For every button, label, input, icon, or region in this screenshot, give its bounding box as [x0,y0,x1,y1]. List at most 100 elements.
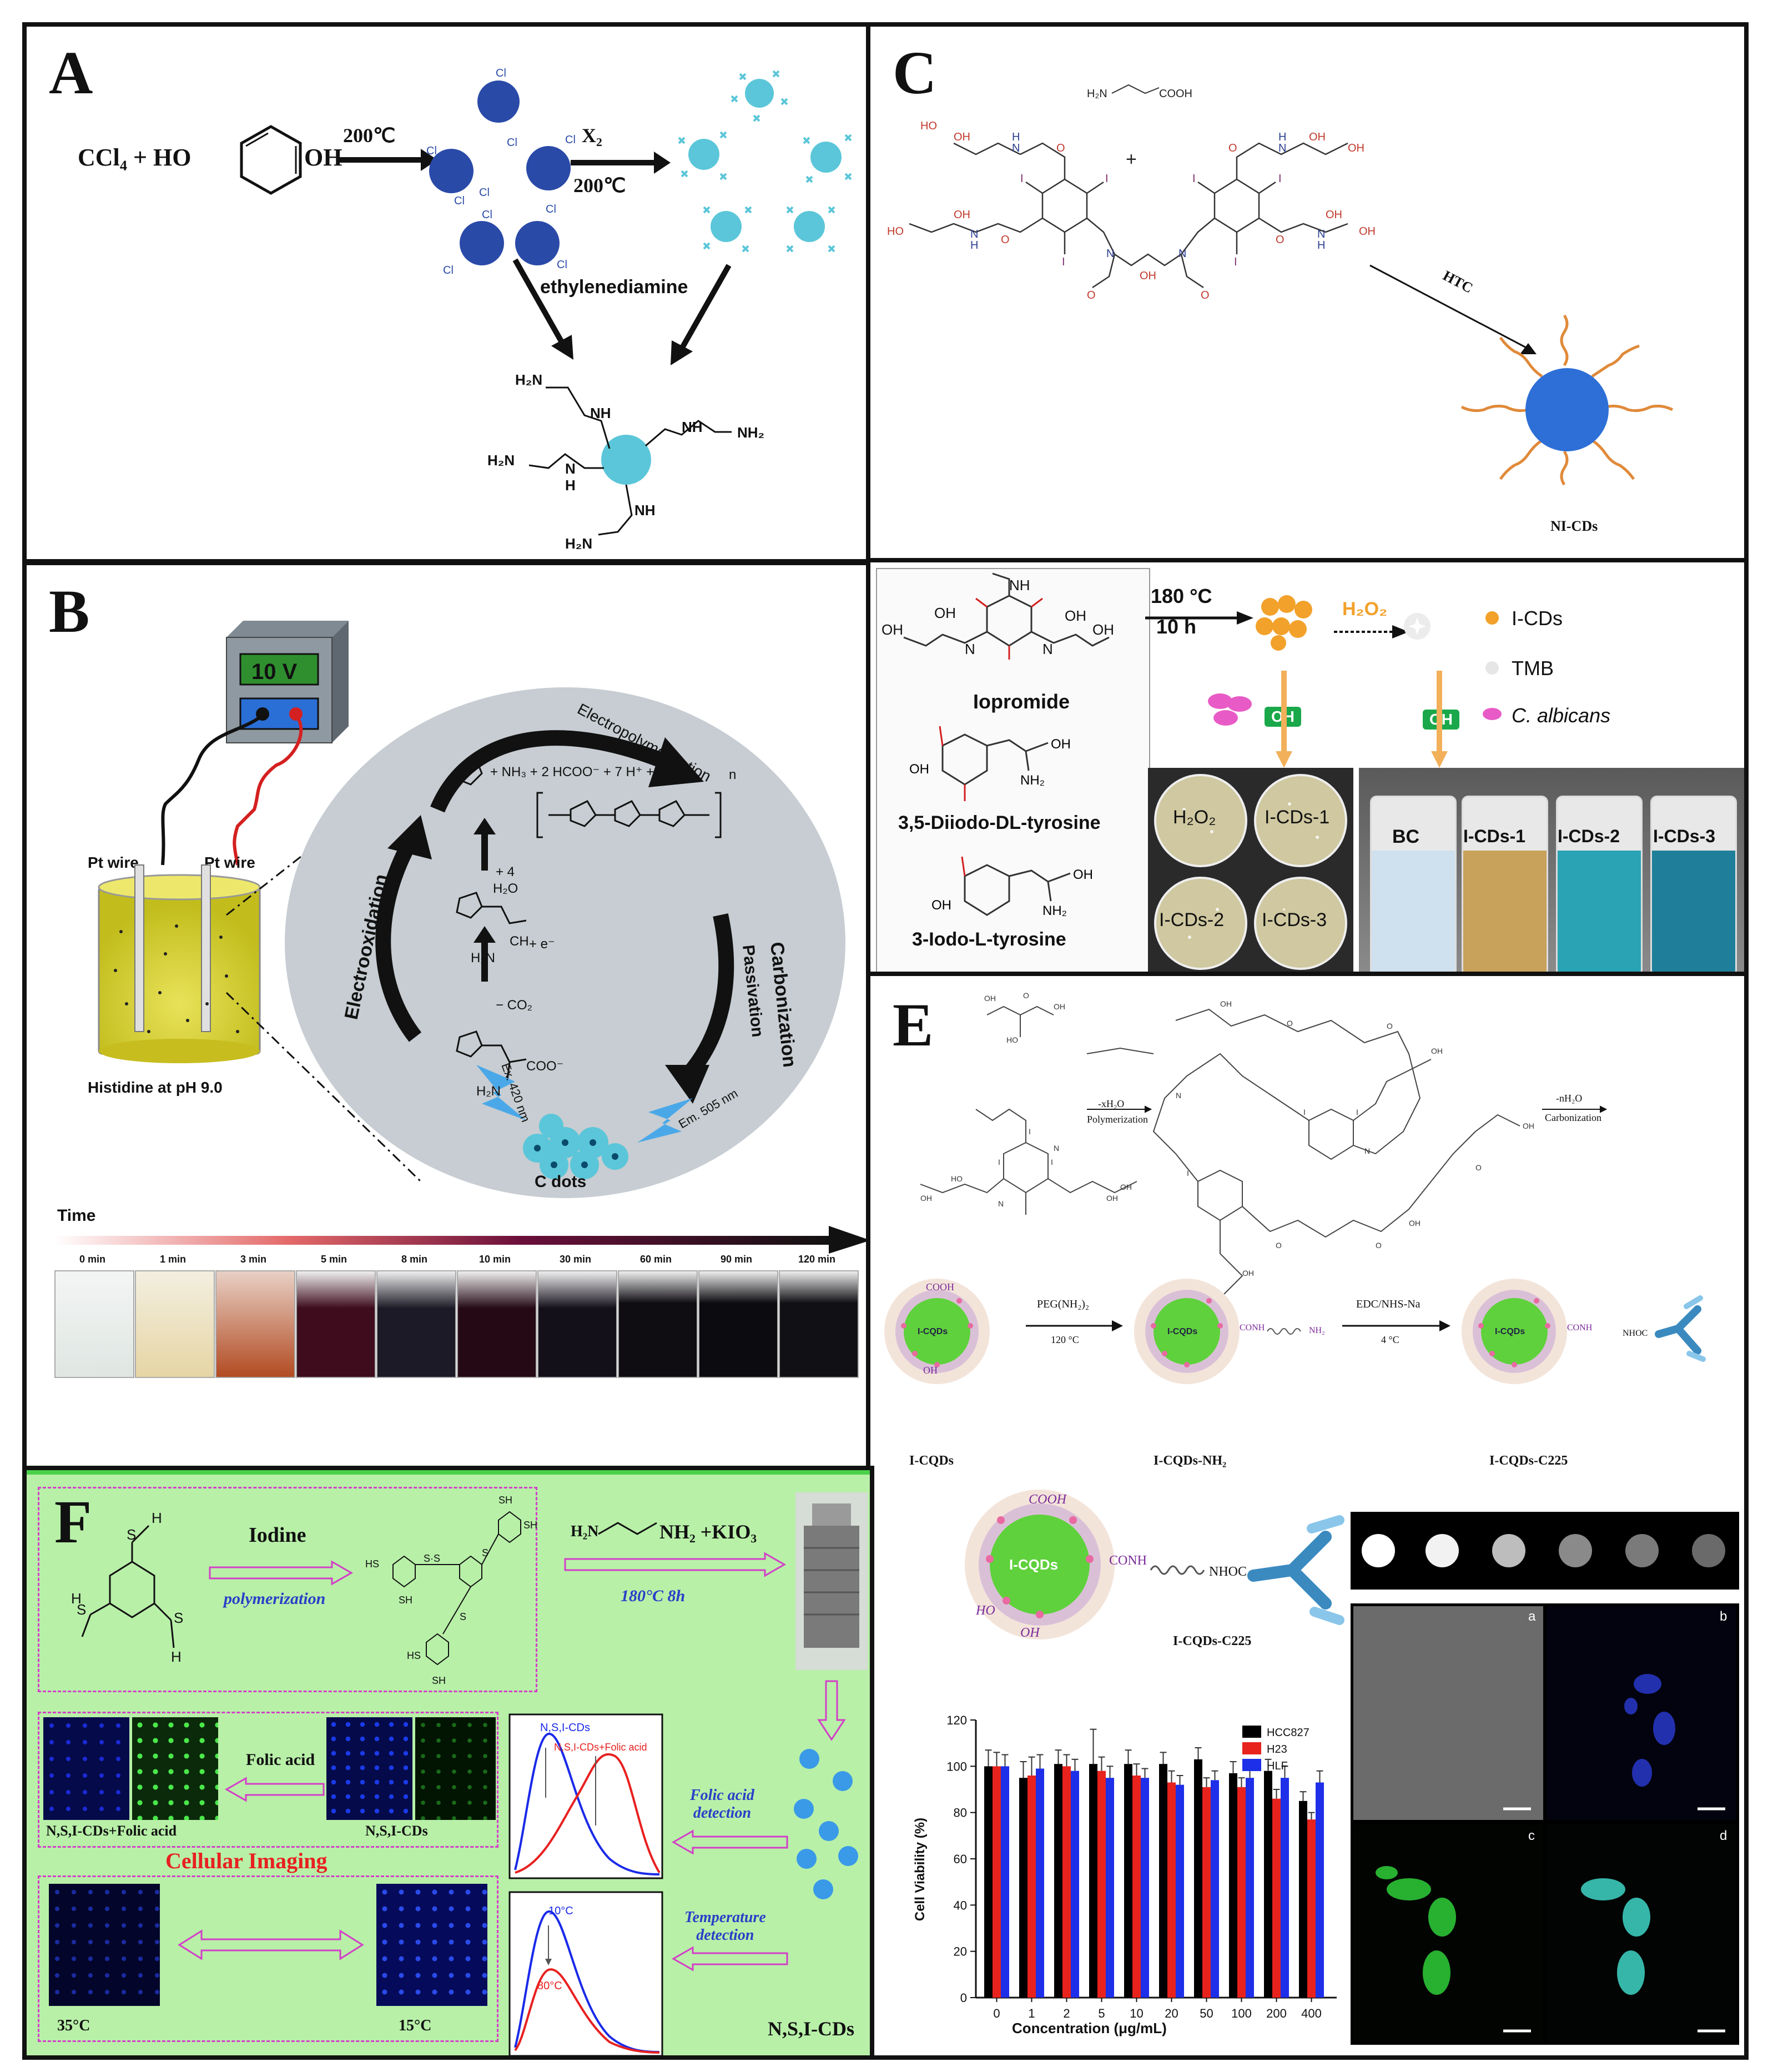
temp-detection-label: Temperature detection [684,1909,766,1944]
micro-label-d: d [1720,1828,1727,1843]
f-arrow-left-1 [224,1777,325,1802]
svg-text:OH: OH [1409,1219,1421,1228]
autoclave [795,1492,868,1670]
svg-text:O: O [1376,1241,1382,1250]
time-8: 90 min [721,1254,753,1265]
time-label: Time [57,1206,96,1225]
f-arrow-2 [564,1552,787,1577]
svg-text:NH: NH [682,419,703,435]
panel-e-label: E [893,991,934,1059]
arrow-a1 [338,149,437,171]
legend-icds: I-CDs [1512,607,1563,630]
cqd-big [965,1490,1115,1640]
svg-text:S: S [460,1611,466,1622]
panel-b-label: B [49,577,90,645]
legend-calbicans-dot [1483,708,1502,720]
bar-hlf-20 [1176,1784,1184,1998]
bar-h23-200 [1272,1798,1281,1998]
legend-label-hcc827: HCC827 [1267,1727,1309,1739]
peg-temp: 120 °C [1051,1334,1079,1345]
synthesis-box [38,1487,537,1692]
svg-text:SH: SH [498,1495,512,1506]
nicd-particle [1460,314,1674,486]
y-tick-label: 80 [954,1806,967,1820]
svg-text:N: N [1012,142,1020,154]
f-ethylene-bond [598,1522,657,1535]
tmb-blob [1404,613,1430,640]
svg-text:− CO₂: − CO₂ [496,998,532,1013]
svg-text:OH: OH [1106,1194,1118,1203]
panel-c-label: C [893,39,937,107]
temperature-box [38,1875,498,2042]
svg-text:OH: OH [1051,737,1071,752]
svg-text:O: O [1228,142,1237,154]
svg-text:HO: HO [920,120,937,132]
glycine-bond [1111,84,1160,94]
fl-dot-2 [1426,1534,1459,1567]
cqd-1-oh: OH [923,1365,938,1376]
cqd-big-conh: CONH [1109,1553,1147,1568]
svg-text:Cl: Cl [479,187,490,199]
svg-text:N: N [1364,1146,1370,1155]
svg-text:OH: OH [1242,1269,1254,1278]
bar-hcc827-2 [1054,1764,1062,1998]
molecule-iodotyrosine: 3-Iodo-L-tyrosine [912,929,1066,950]
svg-text:Cl: Cl [565,134,576,146]
imaging-box [38,1712,498,1848]
panel-f-top-border [27,1470,870,1475]
molecule-iopromide: Iopromide [973,690,1070,713]
polymerization-label: polymerization [224,1590,326,1608]
svg-text:I: I [998,1158,1000,1166]
cqd-2-chain [1267,1328,1301,1335]
voltage-display: 10 V [251,660,298,684]
arrow-peg [1026,1320,1123,1331]
cqd-big-chain [1150,1565,1205,1575]
svg-text:HO: HO [887,225,904,238]
cellular-imaging-label: Cellular Imaging [165,1848,328,1873]
beaker-5 [376,1270,456,1378]
f-arrow-down [817,1680,846,1741]
svg-text:S·S: S·S [424,1553,440,1564]
svg-text:+ NH₃ + 2 HCOO⁻ + 7 H⁺ + 5e⁻: + NH₃ + 2 HCOO⁻ + 7 H⁺ + 5e⁻ [490,765,679,779]
nsicd-dots [794,1749,858,1899]
svg-text:S: S [174,1610,183,1626]
svg-text:H₂N: H₂N [476,1084,501,1099]
plus-sign: + [1126,149,1137,170]
svg-text:COO⁻: COO⁻ [526,1059,563,1074]
svg-text:H: H [1317,239,1325,252]
chart-xlabel: Concentration (μg/mL) [1012,2020,1167,2036]
svg-text:O: O [1287,1019,1293,1028]
beaker-1 [54,1270,134,1378]
d-h2o2: H₂O₂ [1342,599,1388,620]
svg-text:N: N [1278,142,1286,154]
folic-spectra: N,S,I-CDs N,S,I-CDs+Folic acid [508,1713,663,1879]
svg-text:Cl: Cl [454,195,465,207]
svg-text:N: N [1106,248,1114,260]
svg-text:HS: HS [365,1558,379,1570]
svg-text:OH: OH [882,621,903,638]
svg-text:Cl: Cl [426,145,437,157]
fl-dot-1 [1362,1534,1395,1567]
cqd-3 [1462,1279,1567,1384]
fluorescence-dots-strip [1351,1512,1739,1590]
img-folic-blue [43,1717,129,1820]
calbicans-cells [1208,693,1252,726]
y-tick-label: 20 [954,1945,967,1959]
cqd-big-oh: OH [1020,1626,1040,1640]
f-condition: 180°C 8h [621,1587,686,1605]
micro-label-a: a [1528,1609,1536,1624]
cqd-big-name: I-CQDs-C225 [1173,1634,1252,1648]
x-tick-label: 100 [1231,2006,1252,2020]
x-tick-label: 0 [993,2006,1000,2020]
time-7: 60 min [640,1254,672,1265]
cqd-name-2: I-CQDs-NH₂ [1154,1454,1227,1468]
svg-text:n: n [729,767,736,782]
panel-b: B 10 V Pt wire Pt wire Hist [22,561,874,1471]
beaker-4 [296,1270,376,1378]
svg-text:80°C: 80°C [537,1980,562,1992]
cqd-big-nhoc: NHOC [1209,1565,1247,1579]
hydroquinone-ring [240,125,302,195]
bar-hcc827-1 [1019,1778,1027,1998]
